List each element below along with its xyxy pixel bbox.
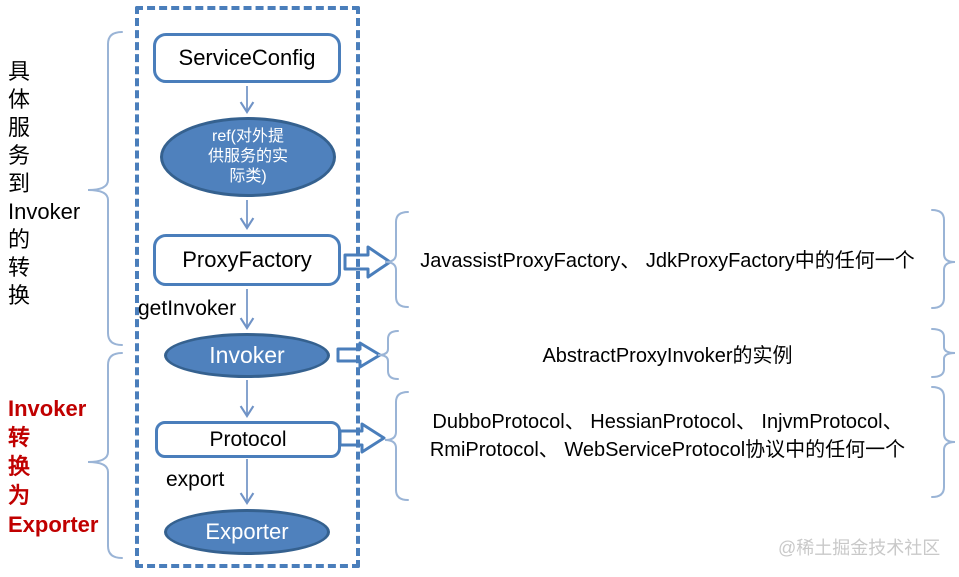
label-invoker-to-exporter: Invoker 转 换 为 Exporter (8, 396, 99, 537)
node-proxy-factory: ProxyFactory (153, 234, 341, 286)
brace-left-upper (87, 31, 123, 346)
node-invoker-label: Invoker (209, 342, 285, 368)
label-export: export (166, 468, 225, 491)
pipeline-dashed-border (135, 6, 360, 568)
node-protocol-label: Protocol (209, 427, 287, 451)
label-get-invoker: getInvoker (138, 297, 237, 320)
annotation-proxy-factory-impls: JavassistProxyFactory、 JdkProxyFactory中的… (420, 250, 915, 272)
brace-open-protocol (384, 391, 409, 501)
node-proxy-factory-label: ProxyFactory (182, 247, 312, 272)
node-exporter-label: Exporter (205, 519, 289, 544)
block-arrow-protocol (338, 422, 386, 454)
node-service-config: ServiceConfig (153, 33, 341, 83)
node-service-config-label: ServiceConfig (178, 45, 316, 70)
node-ref: ref(对外提 供服务的实 际类) (160, 117, 336, 197)
block-arrow-proxyfactory (343, 245, 392, 279)
brace-open-proxyfactory (384, 211, 409, 308)
annotation-protocol-impls: DubboProtocol、 HessianProtocol、 InjvmPro… (429, 411, 906, 461)
node-exporter: Exporter (164, 509, 330, 555)
label-service-to-invoker: 具 体 服 务 到 Invoker 的 转 换 (8, 59, 81, 308)
brace-left-lower (87, 352, 123, 559)
node-invoker: Invoker (164, 333, 330, 378)
node-ref-label: ref(对外提 供服务的实 际类) (207, 128, 288, 185)
node-protocol: Protocol (155, 421, 341, 458)
brace-close-protocol (931, 386, 956, 498)
brace-open-invoker (377, 330, 399, 380)
brace-close-invoker (931, 328, 956, 378)
annotation-invoker-impl: AbstractProxyInvoker的实例 (542, 345, 793, 367)
watermark-text: @稀土掘金技术社区 (778, 538, 941, 558)
brace-close-proxyfactory (931, 209, 956, 309)
